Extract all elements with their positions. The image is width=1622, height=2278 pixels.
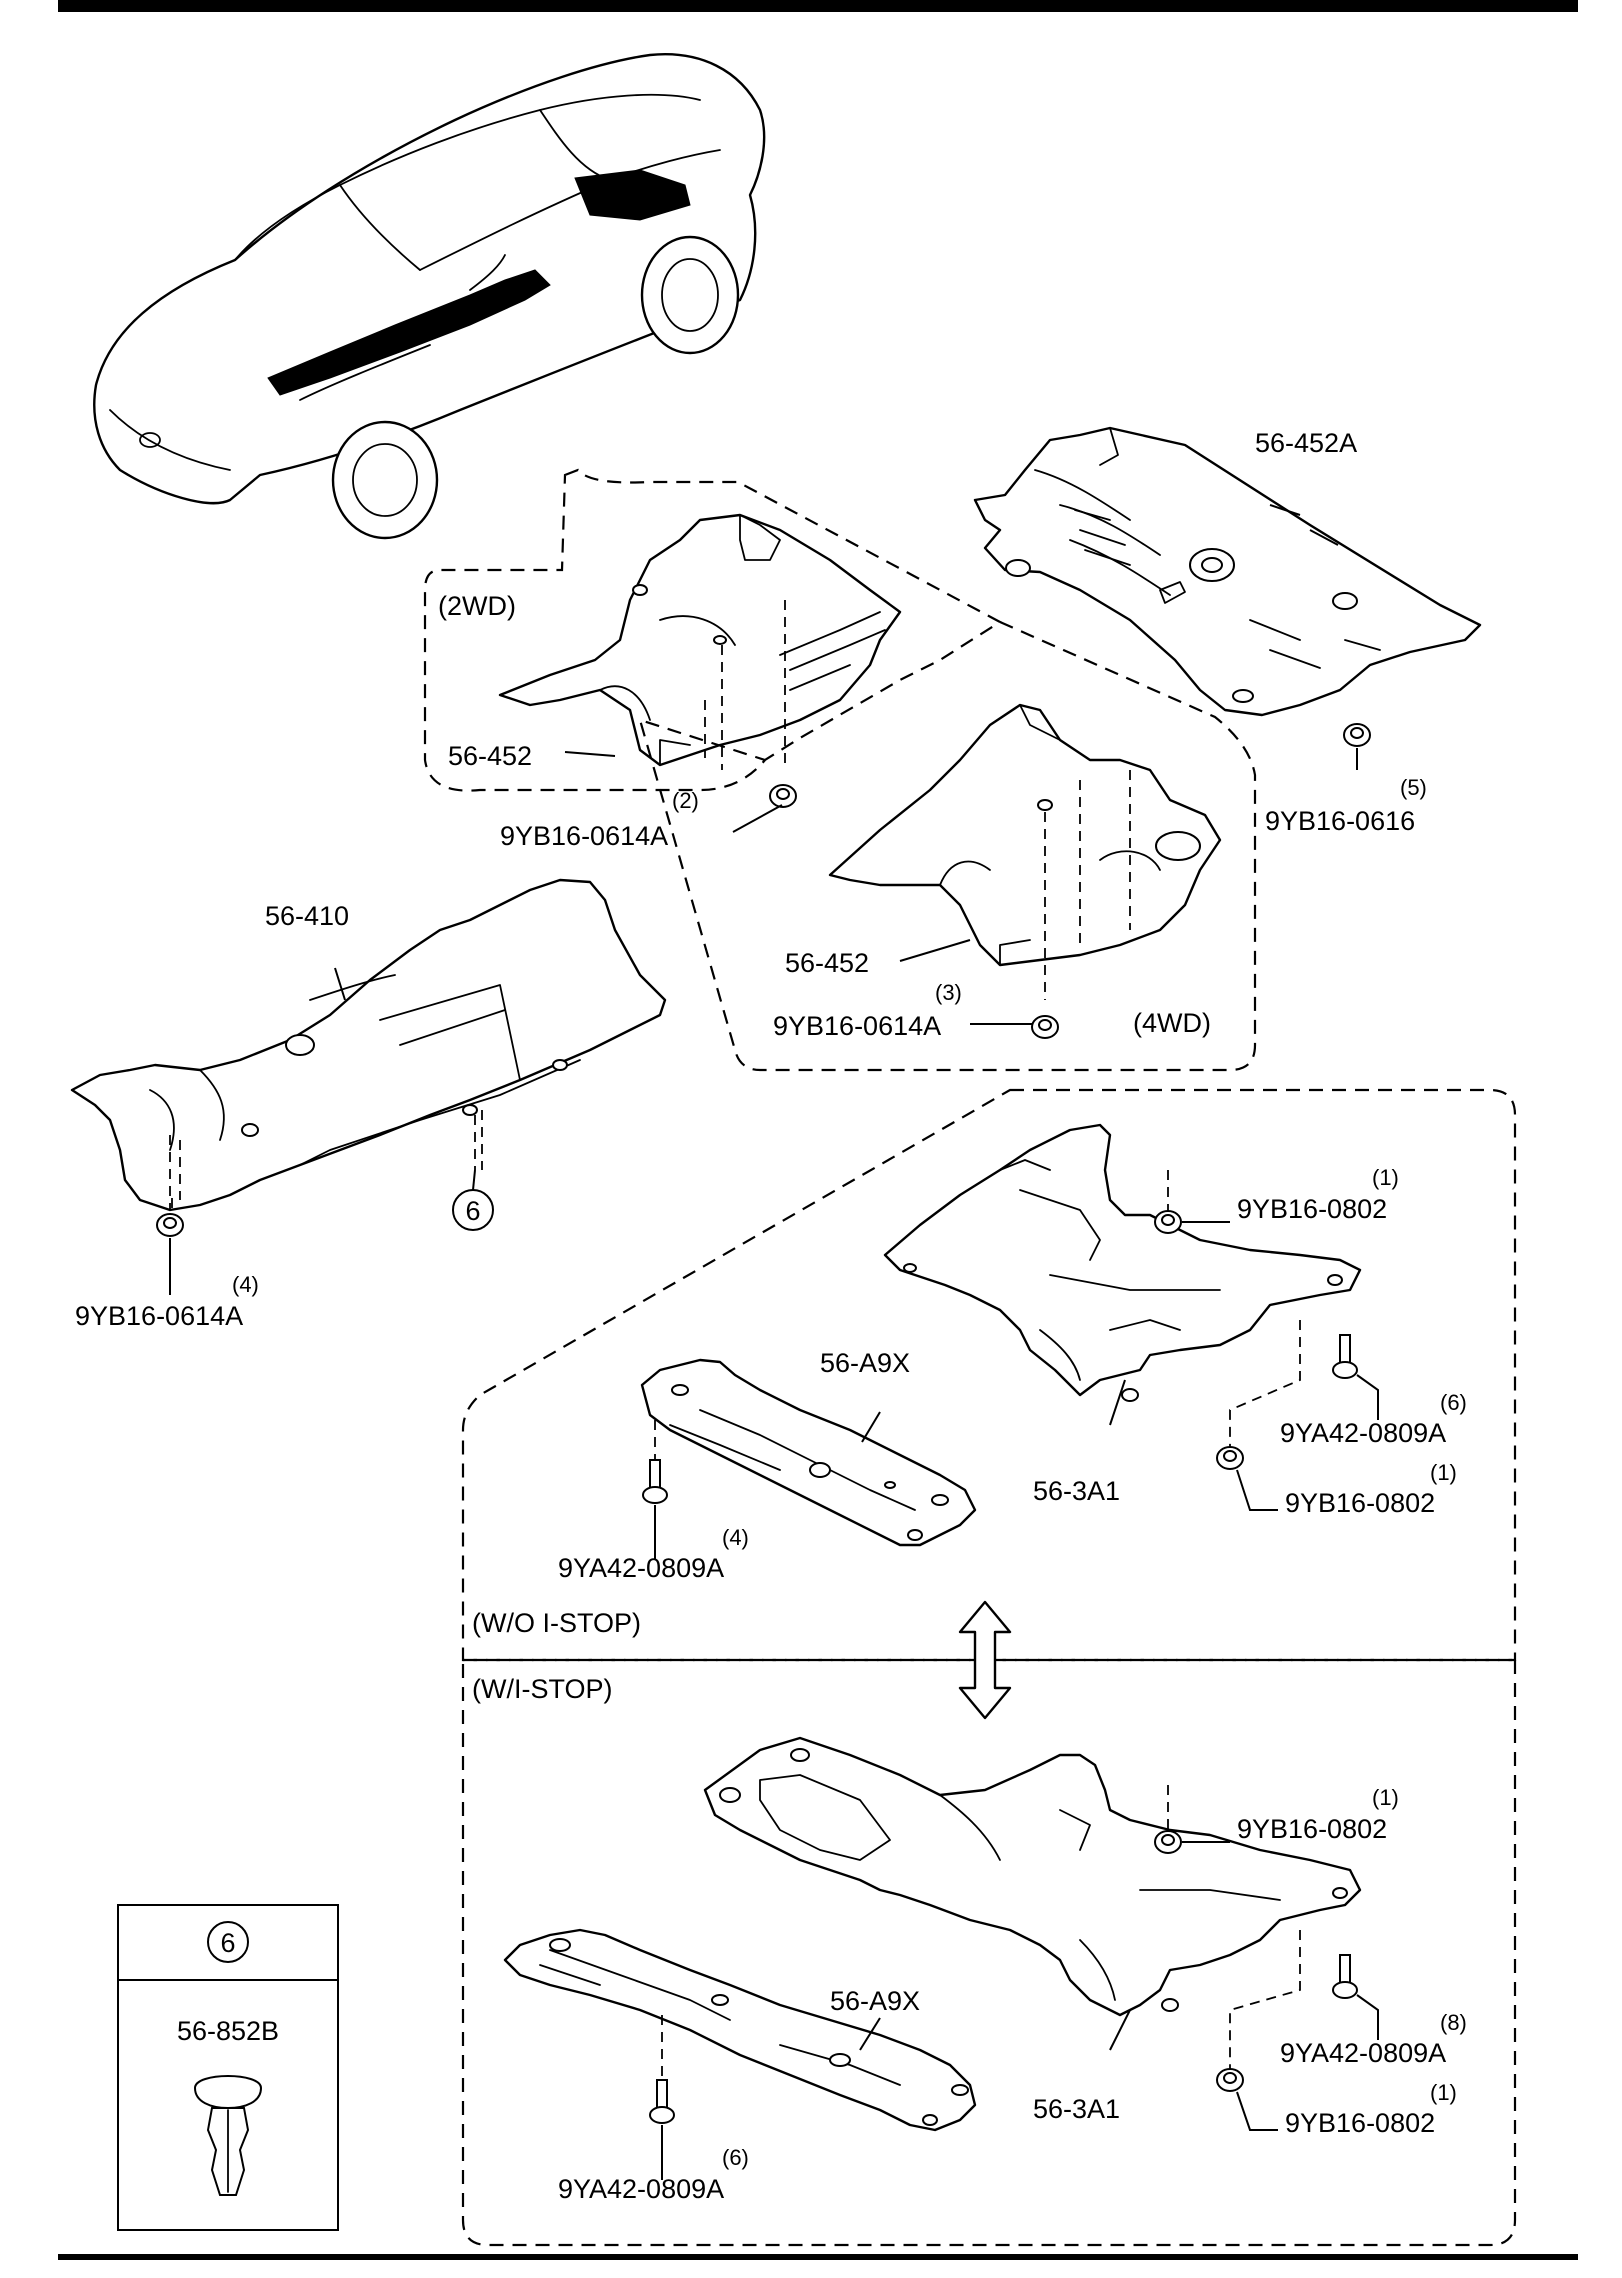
leader-line bbox=[859, 2017, 881, 2051]
bolt-icon bbox=[649, 2079, 675, 2124]
fastener-code-0614a-4: 9YB16-0614A bbox=[75, 1301, 243, 1331]
group-outline-2wd bbox=[423, 468, 1003, 792]
nut-icon bbox=[1031, 1015, 1059, 1039]
fastener-qty-1-b: (1) bbox=[1430, 1460, 1457, 1485]
nut-icon bbox=[1343, 723, 1371, 747]
leader-line bbox=[1356, 1374, 1379, 1420]
part-56-410-drawing bbox=[70, 878, 667, 1212]
label-56-452-4wd: 56-452 bbox=[785, 948, 869, 978]
leader-line bbox=[564, 751, 616, 757]
fastener-qty-1-c: (1) bbox=[1372, 1785, 1399, 1810]
fastener-code-0809a-d: 9YA42-0809A bbox=[558, 2174, 724, 2204]
fastener-qty-6-b: (6) bbox=[722, 2145, 749, 2170]
part-56-452-2wd-drawing bbox=[498, 513, 902, 770]
nut-icon bbox=[156, 1213, 184, 1237]
bolt-icon bbox=[1332, 1334, 1358, 1379]
part-56-3a1-bot-drawing bbox=[703, 1736, 1362, 2070]
fastener-code-0614a-3: 9YB16-0614A bbox=[773, 1011, 941, 1041]
fastener-code-0616: 9YB16-0616 bbox=[1265, 806, 1415, 836]
leader-line bbox=[732, 804, 783, 833]
bottom-border-bar bbox=[58, 2254, 1578, 2260]
leader-line bbox=[861, 1411, 881, 1443]
callout-six-label: 6 bbox=[465, 1196, 480, 1226]
fastener-code-0802-a: 9YB16-0802 bbox=[1237, 1194, 1387, 1224]
leader-line bbox=[1269, 504, 1301, 516]
legend-box: 6 56-852B bbox=[117, 1904, 339, 2231]
nut-icon bbox=[1154, 1210, 1182, 1234]
fastener-code-0809a-a: 9YA42-0809A bbox=[1280, 1418, 1446, 1448]
legend-part-number: 56-852B bbox=[177, 2016, 279, 2046]
fastener-qty-4-top: (4) bbox=[232, 1272, 259, 1297]
fastener-qty-4-b: (4) bbox=[722, 1525, 749, 1550]
part-56-a9x-top-drawing bbox=[640, 1358, 977, 1547]
legend-number: 6 bbox=[220, 1928, 235, 1958]
part-56-a9x-bot-drawing bbox=[503, 1928, 977, 2132]
leader-line bbox=[1109, 1379, 1126, 1426]
bolt-icon bbox=[1332, 1954, 1358, 1999]
fastener-code-0614a-2: 9YB16-0614A bbox=[500, 821, 668, 851]
part-56-452a-drawing bbox=[973, 426, 1482, 717]
part-56-3a1-top-drawing bbox=[883, 1123, 1362, 1450]
fastener-qty-1-a: (1) bbox=[1372, 1165, 1399, 1190]
vehicle-overview bbox=[93, 53, 766, 540]
leader-line bbox=[1236, 1469, 1278, 1511]
swap-arrow-icon bbox=[958, 1600, 1012, 1720]
leader-line bbox=[1236, 2091, 1278, 2131]
label-56-3a1-bot: 56-3A1 bbox=[1033, 2094, 1120, 2124]
group-outline-4wd bbox=[638, 620, 1257, 1072]
label-4wd: (4WD) bbox=[1133, 1008, 1211, 1038]
label-wo-istop: (W/O I-STOP) bbox=[472, 1608, 641, 1638]
fastener-code-0809a-b: 9YA42-0809A bbox=[558, 1553, 724, 1583]
leader-line bbox=[472, 1169, 476, 1191]
nut-icon bbox=[1216, 1446, 1244, 1470]
leader-line bbox=[1109, 2009, 1131, 2051]
label-56-3a1-top: 56-3A1 bbox=[1033, 1476, 1120, 1506]
fastener-code-0802-d: 9YB16-0802 bbox=[1285, 2108, 1435, 2138]
nut-icon bbox=[1154, 1830, 1182, 1854]
fastener-qty-1-d: (1) bbox=[1430, 2080, 1457, 2105]
label-56-a9x-bot: 56-A9X bbox=[830, 1986, 920, 2016]
label-2wd: (2WD) bbox=[438, 591, 516, 621]
callout-six: 6 bbox=[452, 1189, 494, 1231]
nut-icon bbox=[1216, 2068, 1244, 2092]
fastener-code-0802-b: 9YB16-0802 bbox=[1285, 1488, 1435, 1518]
fastener-qty-5: (5) bbox=[1400, 775, 1427, 800]
label-56-452-2wd: 56-452 bbox=[448, 741, 532, 771]
push-clip-icon bbox=[193, 2075, 263, 2196]
part-56-452-4wd-drawing bbox=[828, 703, 1222, 1000]
fastener-qty-8: (8) bbox=[1440, 2010, 1467, 2035]
label-56-a9x-top: 56-A9X bbox=[820, 1348, 910, 1378]
fastener-qty-6-a: (6) bbox=[1440, 1390, 1467, 1415]
label-56-410: 56-410 bbox=[265, 901, 349, 931]
fastener-qty-2: (2) bbox=[672, 788, 699, 813]
fastener-qty-3: (3) bbox=[935, 980, 962, 1005]
label-w-istop: (W/I-STOP) bbox=[472, 1674, 612, 1704]
fastener-code-0802-c: 9YB16-0802 bbox=[1237, 1814, 1387, 1844]
label-56-452a: 56-452A bbox=[1255, 428, 1357, 458]
bolt-icon bbox=[642, 1459, 668, 1504]
leader-line bbox=[334, 967, 346, 1001]
leader-line bbox=[1356, 1994, 1379, 2040]
fastener-code-0809a-c: 9YA42-0809A bbox=[1280, 2038, 1446, 2068]
top-border-bar bbox=[58, 0, 1578, 12]
leader-line bbox=[899, 939, 971, 962]
nut-icon bbox=[769, 784, 797, 808]
